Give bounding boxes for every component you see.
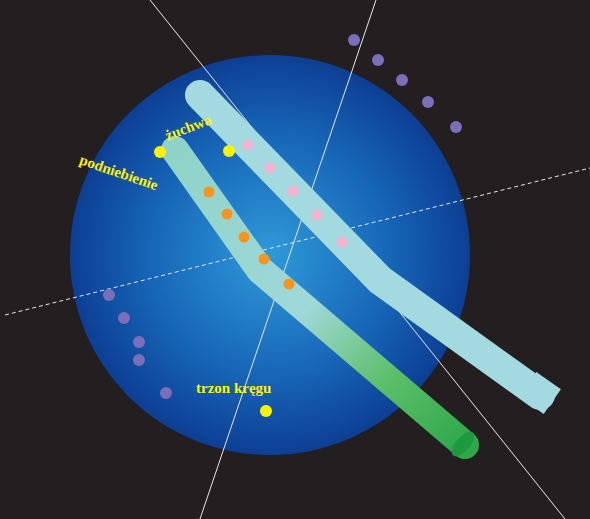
- orange-dots: [204, 187, 295, 290]
- tube-end: [519, 372, 561, 414]
- palate-tube: [175, 150, 465, 445]
- tube-end: [448, 428, 478, 460]
- vertebra-label: trzon kręgu: [196, 381, 271, 396]
- sphere: [70, 55, 470, 455]
- pink-dots: [243, 140, 348, 248]
- landmark-dots: [154, 145, 272, 417]
- purple-dots: [103, 34, 462, 399]
- axis-line: [150, 0, 565, 519]
